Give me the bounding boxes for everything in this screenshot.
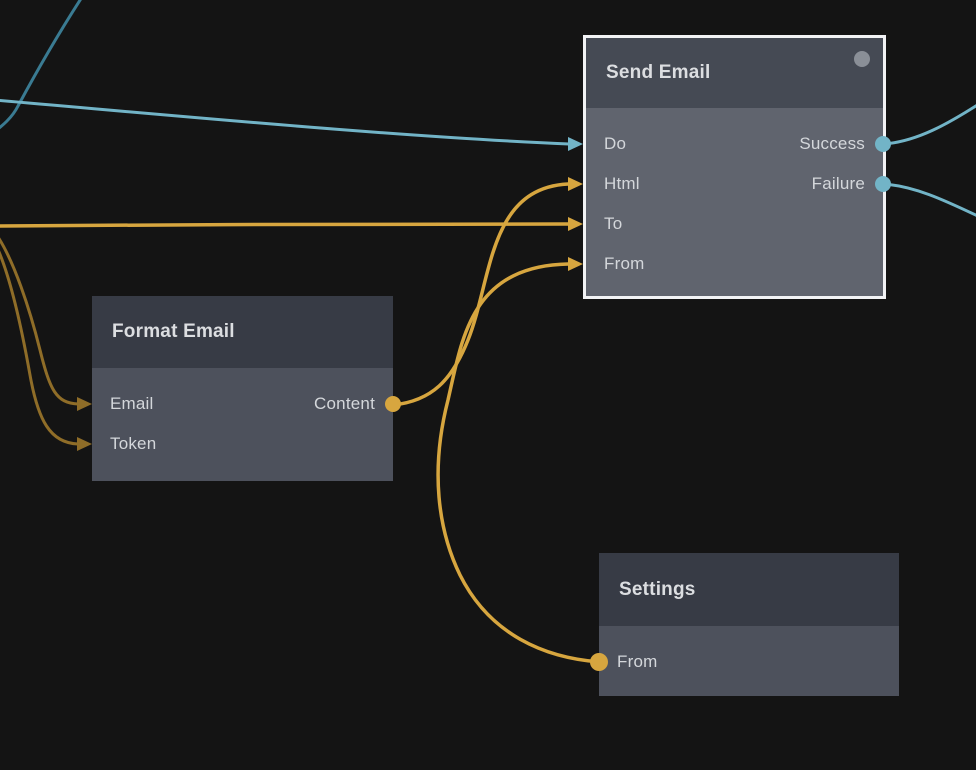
- wire-token[interactable]: [0, 245, 80, 446]
- node-title: Settings: [619, 578, 696, 600]
- node-header-settings[interactable]: Settings: [599, 553, 899, 626]
- node-row: To: [586, 204, 883, 244]
- wire-to[interactable]: [0, 221, 571, 228]
- node-title: Format Email: [112, 321, 235, 342]
- node-row: Token: [92, 424, 393, 464]
- input-label-from: From: [604, 254, 645, 273]
- wire-do[interactable]: [0, 99, 571, 146]
- input-label-to: To: [604, 214, 623, 233]
- input-port-send-email-html-arrow-icon[interactable]: [568, 177, 583, 191]
- wire-settings-from[interactable]: [436, 262, 602, 664]
- node-header-send-email[interactable]: Send Email: [586, 38, 883, 108]
- output-label-from: From: [617, 652, 658, 671]
- input-label-html: Html: [604, 174, 640, 193]
- input-port-send-email-from-arrow-icon[interactable]: [568, 257, 583, 271]
- wire-offscreen-teal[interactable]: [0, 0, 84, 132]
- wire-failure[interactable]: [881, 182, 976, 218]
- wire-content-html[interactable]: [391, 182, 570, 407]
- node-row: Do Success: [586, 124, 883, 164]
- input-label-token: Token: [110, 434, 157, 453]
- node-row: Email Content: [92, 384, 393, 424]
- input-port-format-email-token-arrow-icon[interactable]: [77, 437, 92, 451]
- node-row: From: [586, 244, 883, 284]
- node-row: From: [599, 642, 899, 682]
- input-port-send-email-do-arrow-icon[interactable]: [568, 137, 583, 151]
- output-label-failure: Failure: [811, 174, 865, 193]
- node-body-settings: From: [599, 626, 899, 696]
- node-row: Html Failure: [586, 164, 883, 204]
- status-dot-icon: [854, 51, 870, 67]
- output-label-content: Content: [314, 394, 375, 413]
- input-port-send-email-to-arrow-icon[interactable]: [568, 217, 583, 231]
- node-title: Send Email: [606, 62, 711, 83]
- input-label-email: Email: [110, 394, 154, 413]
- input-port-format-email-email-arrow-icon[interactable]: [77, 397, 92, 411]
- wire-email[interactable]: [0, 234, 80, 406]
- node-header-format-email[interactable]: Format Email: [92, 296, 393, 368]
- wire-success[interactable]: [881, 102, 976, 146]
- output-label-success: Success: [799, 134, 865, 153]
- input-label-do: Do: [604, 134, 627, 153]
